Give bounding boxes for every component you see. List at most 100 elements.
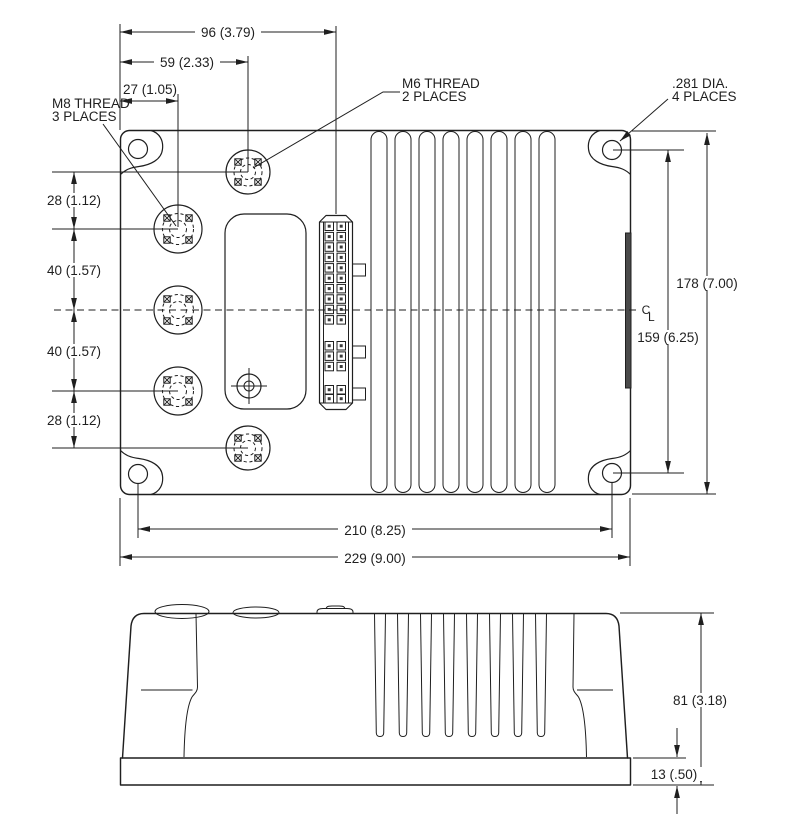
top-view: 96 (3.79) 59 (2.33) 27 (1.05) 28 (1.12) …: [41, 24, 743, 566]
m8-terminal-outer: [153, 285, 203, 335]
heatsink-fin: [514, 131, 532, 493]
connector-pin-contact: [339, 307, 343, 311]
dia-callout-line2: 4 PLACES: [672, 89, 737, 104]
connector-pin-contact: [339, 397, 343, 401]
label-bg: [154, 55, 220, 69]
side-view: 81 (3.18) 13 (.50): [119, 604, 737, 814]
mounting-ears: [120, 129, 631, 496]
heatsink-grooves: [374, 613, 547, 738]
label-bg: [338, 551, 412, 565]
m6-terminal: [225, 425, 271, 471]
callouts: M6 THREAD 2 PLACES M8 THREAD 3 PLACES .2…: [52, 76, 737, 124]
heatsink-fin: [466, 131, 484, 493]
label-bg: [338, 523, 412, 537]
dim-81-label: 81 (3.18): [673, 693, 727, 708]
thread-mark-icon: [163, 376, 171, 384]
connector-pin: [324, 221, 334, 231]
heatsink-fin: [394, 131, 412, 493]
connector-outline: [318, 214, 354, 411]
connector-pin: [336, 242, 346, 252]
connector-pin: [336, 221, 346, 231]
label-bg: [41, 263, 107, 277]
connector-pin-contact: [339, 344, 343, 348]
dim-159-label: 159 (6.25): [637, 330, 699, 345]
connector-pin-contact: [327, 287, 331, 291]
mounting-ear-bottom-left: [120, 450, 164, 496]
connector-pin-contact: [339, 224, 343, 228]
label-bg: [41, 413, 107, 427]
connector-pin: [336, 263, 346, 273]
dim-229-label: 229 (9.00): [344, 551, 406, 566]
label-bg: [641, 767, 707, 781]
m8-terminal-bore: [169, 382, 187, 400]
dimension-lines: [71, 29, 710, 560]
terminal-boss-large: [154, 604, 210, 619]
thread-mark-icon: [185, 376, 193, 384]
connector-pin: [336, 252, 346, 263]
dim-13-label: 13 (.50): [651, 767, 698, 782]
connector-tab: [352, 387, 366, 401]
connector-pin-contact: [339, 318, 343, 322]
base-plate: [119, 757, 632, 786]
m8-callout-line2: 3 PLACES: [52, 109, 117, 124]
dim-178-label: 178 (7.00): [676, 276, 738, 291]
leader-lines: [102, 91, 669, 227]
heatsink-groove: [512, 613, 524, 738]
heatsink-fins: [370, 131, 556, 493]
connector-pin-contact: [339, 255, 343, 259]
thread-mark-icon: [163, 236, 171, 244]
centerline-symbol-c: C: [642, 303, 651, 317]
connector-pin: [336, 394, 346, 404]
connector-pin: [324, 304, 334, 315]
label-bg: [663, 693, 737, 707]
connector-pin: [336, 283, 346, 294]
thread-mark-icon: [254, 454, 262, 462]
connector-pin: [324, 361, 334, 372]
connector-pin-contact: [327, 397, 331, 401]
heatsink-groove: [535, 613, 547, 738]
label-bg: [41, 193, 107, 207]
heatsink-groove: [489, 613, 501, 738]
heatsink-groove: [443, 613, 455, 738]
connector-pin-contact: [327, 318, 331, 322]
heatsink-groove: [397, 613, 409, 738]
side-body-outline: [121, 612, 629, 759]
connector-pin-contact: [327, 266, 331, 270]
thread-mark-icon: [185, 295, 193, 303]
connector-pin-contact: [327, 255, 331, 259]
label-panel-outline: [224, 213, 307, 410]
label-bg: [195, 25, 261, 39]
connector-pin: [324, 263, 334, 273]
connector-pin-contact: [327, 297, 331, 301]
side-dimension-lines: [674, 613, 704, 814]
heatsink-groove: [420, 613, 432, 738]
connector-pin-contact: [339, 266, 343, 270]
connector-pin-contact: [327, 354, 331, 358]
dia-callout-line1: .281 DIA.: [672, 76, 728, 91]
thread-mark-icon: [234, 454, 242, 462]
connector-pin: [336, 294, 346, 304]
m8-callout-line1: M8 THREAD: [52, 96, 130, 111]
connector-pin: [324, 252, 334, 263]
side-inner-right: [572, 613, 587, 758]
thread-mark-icon: [185, 398, 193, 406]
top-cap-bump: [316, 608, 354, 614]
label-panel: [224, 213, 307, 410]
side-dimension-labels: 81 (3.18) 13 (.50): [641, 693, 737, 782]
connector-pin: [336, 304, 346, 315]
heatsink-fin: [370, 131, 388, 493]
connector-pin: [324, 294, 334, 304]
centerline-symbol-l: L: [648, 310, 655, 324]
connector-pin-contact: [339, 235, 343, 239]
connector-pin-contact: [339, 245, 343, 249]
mounting-ear-top-left: [120, 129, 164, 175]
terminal-boss-small: [232, 606, 280, 619]
thread-mark-icon: [185, 236, 193, 244]
leader-dia: [619, 98, 669, 142]
top-cap-bump-inner: [325, 605, 346, 609]
dim-210-label: 210 (8.25): [344, 523, 406, 538]
heatsink-fin: [490, 131, 508, 493]
connector-pin-contact: [327, 344, 331, 348]
connector-pins: [324, 221, 346, 404]
